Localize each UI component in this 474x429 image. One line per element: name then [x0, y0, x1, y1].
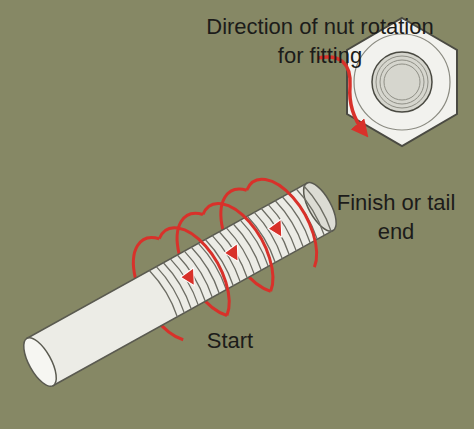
rotation-helix-front [157, 168, 329, 327]
label: Start [180, 326, 280, 355]
helix-front [157, 216, 242, 326]
rotation-arrow [318, 57, 364, 132]
label: Finish or tail end [326, 188, 466, 246]
thread-line [376, 56, 428, 108]
helix-arrowhead [180, 268, 202, 290]
helix-front [201, 192, 286, 302]
thread-line [303, 183, 333, 232]
thread-line [380, 60, 424, 104]
thread-line [384, 64, 420, 100]
screw-thread [149, 183, 333, 318]
nut-thread [376, 56, 428, 108]
helix-front [245, 168, 330, 278]
helix-arrowhead [223, 243, 245, 265]
bolt [17, 178, 342, 391]
helix-arrowhead [267, 219, 289, 241]
label: Direction of nut rotation for fitting [200, 12, 440, 70]
